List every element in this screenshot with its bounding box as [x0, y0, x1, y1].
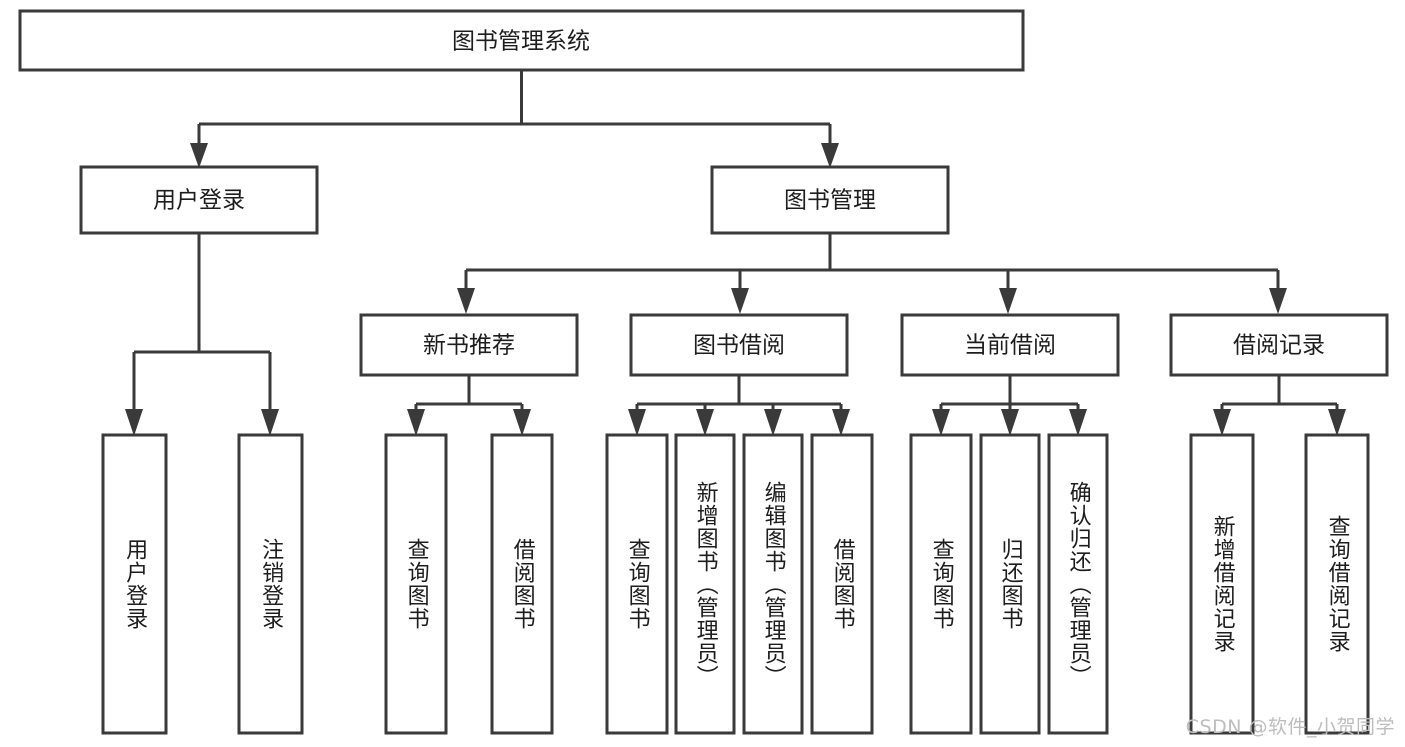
arrow-cb-leaf-3: [1069, 409, 1087, 436]
arrow-newbook-leaf-1: [407, 409, 425, 436]
node-book-manage-label: 图书管理: [784, 188, 876, 214]
arrow-bm-newbook: [457, 288, 475, 314]
leaf-box-add-record[interactable]: [1189, 433, 1255, 735]
arrow-bb-leaf-2: [696, 409, 714, 436]
leaf-boxes: [101, 433, 1370, 735]
connector-group-currentborrow: [932, 375, 1087, 436]
arrow-br-leaf-1: [1213, 409, 1231, 436]
node-new-book-rec-box[interactable]: [359, 313, 579, 377]
connector-group-bookmanage: [457, 233, 1287, 314]
leaf-box-query-record[interactable]: [1304, 433, 1370, 735]
arrow-userlogin-leaf-2: [261, 409, 279, 436]
arrow-root-to-bookmanage: [821, 143, 839, 168]
node-book-manage[interactable]: 图书管理: [710, 165, 950, 235]
connector-group-userlogin: [125, 233, 279, 436]
arrow-cb-leaf-2: [1001, 409, 1019, 436]
leaf-box-user-login[interactable]: [101, 433, 168, 735]
leaf-box-query-book-cb[interactable]: [909, 433, 973, 735]
arrow-bb-leaf-3: [764, 409, 782, 436]
node-book-borrow-label: 图书借阅: [693, 333, 785, 359]
leaf-box-query-book-bb[interactable]: [605, 433, 669, 735]
node-book-borrow-box[interactable]: [629, 313, 849, 377]
arrow-userlogin-leaf-1: [125, 409, 143, 436]
node-book-manage-box[interactable]: [710, 165, 950, 235]
node-book-borrow[interactable]: 图书借阅: [629, 313, 849, 377]
node-root[interactable]: 图书管理系统: [18, 9, 1025, 72]
node-current-borrow-label: 当前借阅: [964, 333, 1056, 359]
node-new-book-rec[interactable]: 新书推荐: [359, 313, 579, 377]
node-borrow-record-box[interactable]: [1169, 313, 1389, 377]
leaf-box-borrow-book-bb[interactable]: [810, 433, 874, 735]
node-root-box[interactable]: [18, 9, 1025, 72]
leaf-box-add-book[interactable]: [674, 433, 736, 735]
arrow-newbook-leaf-2: [513, 409, 531, 436]
arrow-cb-leaf-1: [932, 409, 950, 436]
node-user-login[interactable]: 用户登录: [79, 165, 319, 235]
arrow-bb-leaf-4: [832, 409, 850, 436]
leaf-box-logout-login[interactable]: [237, 433, 304, 735]
arrow-bm-currentborrow: [999, 288, 1017, 314]
node-current-borrow[interactable]: 当前借阅: [900, 313, 1120, 377]
arrow-bm-bookborrow: [731, 288, 749, 314]
connector-group-bookborrow: [628, 375, 850, 436]
node-current-borrow-box[interactable]: [900, 313, 1120, 377]
connector-group-borrowrecord: [1213, 375, 1346, 436]
node-user-login-label: 用户登录: [153, 188, 245, 214]
arrow-root-to-userlogin: [190, 143, 208, 168]
leaf-box-confirm-return[interactable]: [1047, 433, 1109, 735]
arrow-br-leaf-2: [1328, 409, 1346, 436]
arrow-bm-borrowrecord: [1269, 288, 1287, 314]
connector-group-newbook: [407, 375, 531, 436]
leaf-box-edit-book[interactable]: [742, 433, 804, 735]
node-borrow-record-label: 借阅记录: [1233, 333, 1325, 359]
watermark-text: CSDN @软件_小贺同学: [1185, 716, 1395, 738]
leaf-box-return-book[interactable]: [979, 433, 1041, 735]
leaf-box-borrow-book-rec[interactable]: [490, 433, 554, 735]
leaf-box-query-book-rec[interactable]: [384, 433, 448, 735]
node-root-label: 图书管理系统: [452, 29, 590, 55]
node-user-login-box[interactable]: [79, 165, 319, 235]
node-borrow-record[interactable]: 借阅记录: [1169, 313, 1389, 377]
node-new-book-rec-label: 新书推荐: [423, 333, 515, 359]
arrow-bb-leaf-1: [628, 409, 646, 436]
connector-group-root: [190, 70, 839, 168]
